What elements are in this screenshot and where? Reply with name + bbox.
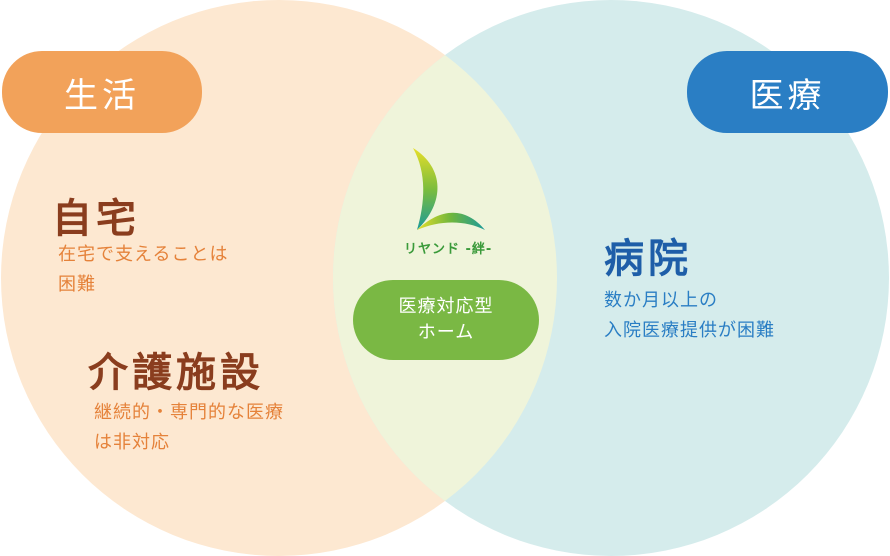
center-label-line-2: ホーム xyxy=(417,322,475,343)
life-label: 生活 xyxy=(64,75,140,116)
leaf-l-logo-icon xyxy=(413,148,485,230)
care-facility-heading: 介護施設 xyxy=(88,350,264,396)
hospital-heading: 病院 xyxy=(604,236,692,282)
medical-label: 医療 xyxy=(749,75,826,116)
overlap-region xyxy=(333,0,557,556)
medical-category-pill: 医療 xyxy=(687,51,888,133)
home-heading: 自宅 xyxy=(52,196,140,242)
center-label-line-1: 医療対応型 xyxy=(398,296,494,317)
logo-wordmark: リヤンド -絆- xyxy=(404,242,493,257)
care-facility-description: 継続的・専門的な医療 は非対応 xyxy=(94,402,284,453)
home-description: 在宅で支えることは 困難 xyxy=(58,244,229,295)
medical-care-home-pill: 医療対応型 ホーム xyxy=(353,280,539,360)
life-category-pill: 生活 xyxy=(2,51,202,133)
hospital-description: 数か月以上の 入院医療提供が困難 xyxy=(604,290,775,341)
